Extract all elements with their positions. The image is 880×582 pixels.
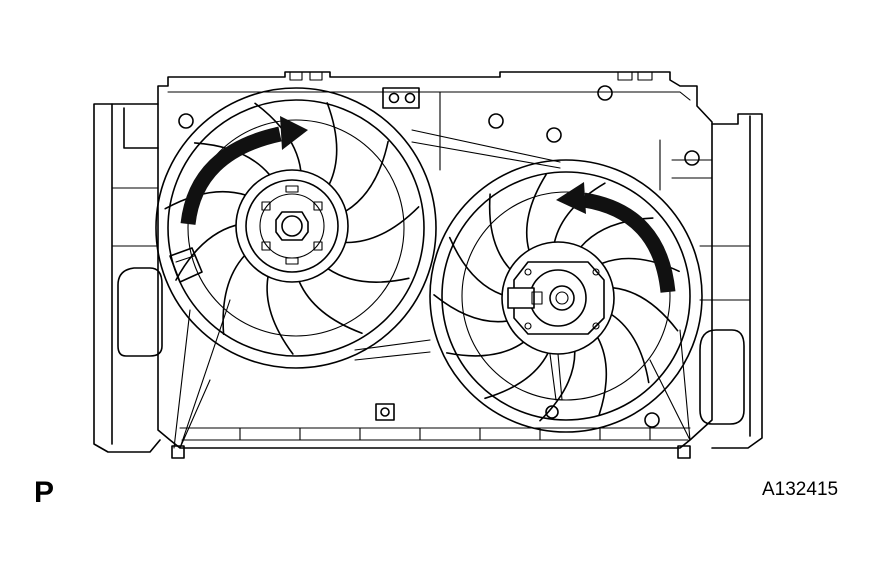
- left-fan-blade: [298, 280, 363, 334]
- rotation-arrow-counterclockwise-icon: [556, 182, 676, 293]
- left-fan-blade: [266, 275, 294, 355]
- right-fan-blade: [433, 294, 508, 323]
- left-fan-blade: [326, 102, 338, 185]
- left-fan-blade: [164, 190, 247, 210]
- left-fan-blade: [345, 140, 389, 212]
- right-fan-blade: [596, 336, 608, 416]
- right-fan: [429, 159, 703, 441]
- left-fan-blade: [222, 254, 246, 335]
- view-label: P: [34, 476, 55, 509]
- right-fan-blade: [484, 352, 549, 400]
- rotation-arrow-clockwise-icon: [180, 116, 308, 226]
- left-fan: [155, 87, 437, 449]
- left-fan-blade: [175, 224, 237, 281]
- left-fan-blade: [327, 268, 410, 283]
- left-fan-blade: [344, 206, 420, 244]
- right-fan-blade: [610, 313, 650, 384]
- right-fan-blade: [612, 287, 679, 332]
- shroud-frame: [93, 71, 763, 459]
- figure-id: A132415: [762, 479, 839, 500]
- right-fan-blade: [553, 182, 606, 243]
- right-fan-blade: [525, 173, 547, 251]
- right-fan-blade: [488, 193, 511, 270]
- right-fan-blade: [448, 236, 503, 296]
- right-fan-blade: [446, 341, 525, 357]
